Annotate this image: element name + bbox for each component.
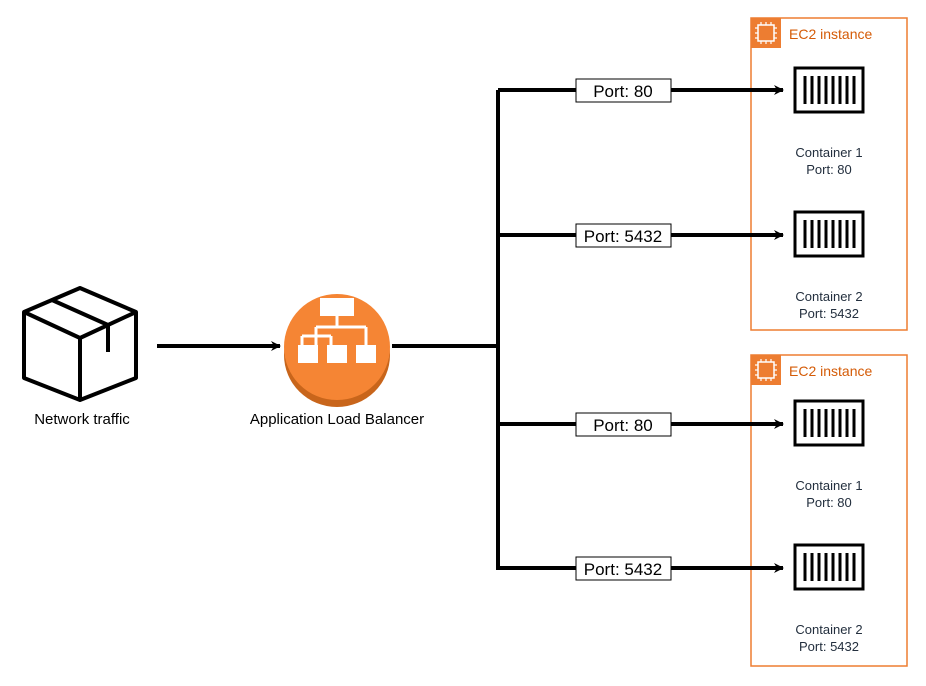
load-balancer-icon — [284, 294, 390, 407]
port-label-box — [575, 223, 672, 248]
container-icon — [793, 543, 865, 591]
container-port: Port: 5432 — [799, 306, 859, 321]
port-label-box — [575, 78, 672, 103]
network-traffic-label: Network traffic — [34, 411, 130, 428]
ec2-instance-group: EC2 instance — [750, 17, 908, 331]
container-port: Port: 80 — [806, 162, 852, 177]
container-name: Container 2 — [795, 289, 862, 304]
container-name: Container 1 — [795, 145, 862, 160]
port-label: Port: 80 — [593, 416, 653, 435]
port-label: Port: 80 — [593, 82, 653, 101]
container-port: Port: 5432 — [799, 639, 859, 654]
container-port: Port: 80 — [806, 495, 852, 510]
package-box-icon — [22, 286, 138, 402]
container-icon — [793, 399, 865, 447]
port-label: Port: 5432 — [584, 227, 662, 246]
container-name: Container 1 — [795, 478, 862, 493]
ec2-instance-title: EC2 instance — [789, 363, 872, 379]
container-icon — [793, 210, 865, 258]
port-label-box — [575, 412, 672, 437]
container-name: Container 2 — [795, 622, 862, 637]
port-label: Port: 5432 — [584, 560, 662, 579]
port-label-box — [575, 556, 672, 581]
chip-icon — [751, 355, 781, 385]
ec2-instance-title: EC2 instance — [789, 26, 872, 42]
container-icon — [793, 66, 865, 114]
ec2-instance-box — [750, 17, 908, 331]
load-balancer-label: Application Load Balancer — [250, 411, 424, 428]
ec2-instance-box — [750, 354, 908, 667]
ec2-instance-group: EC2 instance — [750, 354, 908, 667]
chip-icon — [751, 18, 781, 48]
